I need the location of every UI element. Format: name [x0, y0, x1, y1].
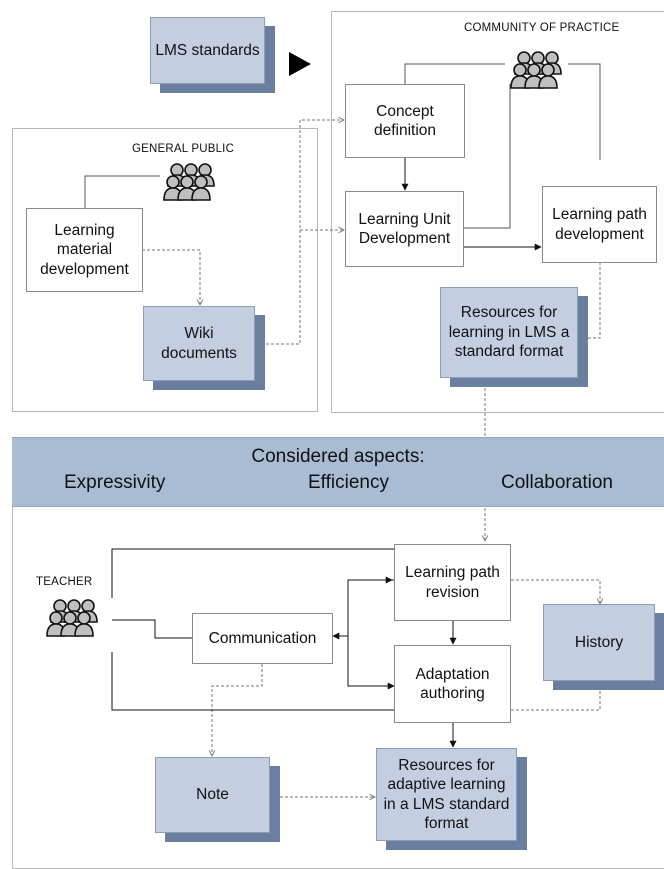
play-triangle-icon	[289, 52, 311, 76]
history-label: History	[574, 633, 624, 651]
learning-path-development-box: Learning path development	[542, 186, 657, 263]
people-group-icon	[508, 50, 566, 90]
general-public-frame	[12, 128, 318, 412]
adaptation-authoring-label: Adaptation authoring	[415, 665, 490, 702]
people-group-icon	[44, 596, 102, 640]
considered-aspects-title: Considered aspects:	[251, 446, 425, 467]
teacher-title: TEACHER	[36, 576, 93, 588]
resources-adaptive-label: Resources for adaptive learning in a LMS…	[383, 756, 510, 832]
community-of-practice-title: COMMUNITY OF PRACTICE	[464, 22, 620, 34]
note-label: Note	[196, 786, 229, 804]
learning-path-revision-label: Learning path revision	[405, 564, 500, 601]
resources-adaptive-box: Resources for adaptive learning in a LMS…	[376, 748, 517, 841]
learning-material-development-box: Learning material development	[26, 208, 143, 292]
lms-standards-box: LMS standards	[150, 17, 265, 84]
resources-lms-box: Resources for learning in LMS a standard…	[440, 287, 578, 378]
aspect-collaboration: Collaboration	[501, 472, 613, 493]
general-public-title: GENERAL PUBLIC	[132, 143, 235, 155]
community-of-practice-frame	[331, 11, 664, 413]
learning-path-revision-box: Learning path revision	[394, 544, 511, 621]
learning-path-development-label: Learning path development	[552, 206, 647, 243]
resources-lms-label: Resources for learning in LMS a standard…	[448, 304, 570, 361]
learning-unit-development-box: Learning Unit Development	[345, 191, 464, 267]
wiki-documents-box: Wiki documents	[143, 306, 255, 381]
communication-label: Communication	[208, 629, 317, 647]
learning-material-development-label: Learning material development	[40, 221, 129, 278]
adaptation-authoring-box: Adaptation authoring	[394, 645, 511, 723]
concept-definition-label: Concept definition	[373, 102, 437, 139]
aspect-efficiency: Efficiency	[308, 472, 389, 493]
communication-box: Communication	[192, 613, 333, 664]
people-group-icon	[161, 162, 219, 202]
lms-standards-label: LMS standards	[155, 41, 260, 59]
considered-aspects-band: Considered aspects: Expressivity Efficie…	[12, 437, 664, 507]
aspect-expressivity: Expressivity	[64, 472, 166, 493]
learning-unit-development-label: Learning Unit Development	[358, 210, 451, 247]
concept-definition-box: Concept definition	[345, 84, 465, 158]
note-box: Note	[155, 757, 270, 833]
history-box: History	[543, 604, 655, 681]
wiki-documents-label: Wiki documents	[161, 325, 237, 362]
